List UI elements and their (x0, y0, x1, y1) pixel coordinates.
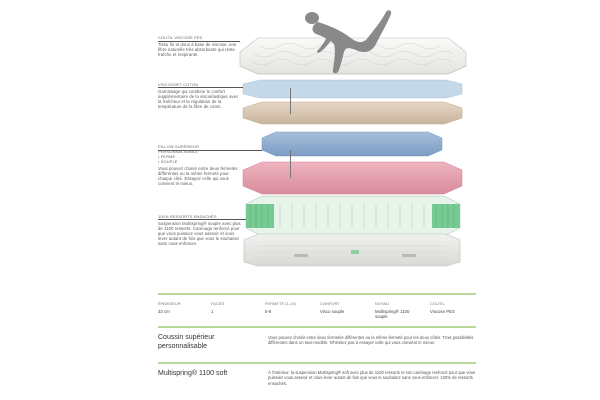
layer-title: PILLOW SUPÉRIEUR (158, 144, 200, 149)
cotton-beige-layer (242, 101, 463, 125)
spec-coutil: COUTIL Viscose PES (430, 301, 474, 314)
spec-header: FERMETÉ (1-10) (265, 301, 296, 306)
spec-header: CONFORT (320, 301, 340, 306)
pillow-blue-layer (261, 131, 443, 157)
feature-desc-multispring: À l'intérieur, la suspension Multispring… (268, 370, 476, 386)
topper-layer (239, 37, 467, 75)
layer-label-viscosoft: VISCOSOFT COTON Garnissage qui combine l… (158, 82, 240, 109)
spec-header: COUTIL (430, 301, 445, 306)
layer-title: VISCOSOFT COTON (158, 82, 199, 87)
feature-desc-coussin: Vous pouvez choisir entre deux fermetés … (268, 335, 474, 346)
layer-option-souple: • SOUPLE (158, 159, 178, 164)
leader-line-ressorts (158, 219, 246, 220)
mattress-base (243, 233, 461, 267)
springs-unit (245, 195, 461, 237)
divider-rule (158, 293, 476, 295)
spec-value: Multispring® 1100 souple (375, 309, 410, 320)
leader-line-viscosoft (158, 87, 243, 88)
layer-title: COUTIL VISCOSE PES (158, 35, 203, 40)
spec-value: 6-8 (265, 309, 272, 315)
feature-title-multispring: Multispring® 1100 soft (158, 370, 228, 377)
spec-fermete: FERMETÉ (1-10) 6-8 (265, 301, 315, 314)
leader-connector-pillow (290, 150, 291, 178)
leader-line-pillow (158, 150, 262, 151)
spec-epaisseur: ÉPAISSEUR 33 cm (158, 301, 206, 314)
leader-connector-viscosoft (290, 88, 291, 114)
spec-value: Visco souple (320, 309, 345, 315)
spec-value: 33 cm (158, 309, 170, 315)
layer-title: 100% RESSORTS ENSACHÉS (158, 214, 217, 219)
layer-description: Tissu fin et doux à base de viscose, une… (158, 41, 237, 57)
person-silhouette (305, 10, 392, 74)
layer-label-pillow: PILLOW SUPÉRIEUR PERSONNALISABLE • FERME… (158, 144, 242, 186)
spec-header: NOYAU (375, 301, 389, 306)
layer-label-ressorts: 100% RESSORTS ENSACHÉS Suspension Multis… (158, 214, 242, 246)
leader-line-coutil (158, 41, 240, 42)
spec-noyau: NOYAU Multispring® 1100 souple (375, 301, 419, 320)
divider-rule (158, 326, 476, 328)
spec-confort: CONFORT Visco souple (320, 301, 370, 314)
spec-value: 1 (211, 309, 214, 315)
spec-header: FACES (211, 301, 225, 306)
layer-label-coutil: COUTIL VISCOSE PES Tissu fin et doux à b… (158, 35, 238, 57)
layer-description: Vous pouvez choisir entre deux fermetés … (158, 165, 238, 186)
feature-title-coussin: Coussin supérieur personnalisable (158, 334, 215, 350)
pillow-pink-layer (242, 161, 463, 195)
layer-description: Suspension Multispring® souple avec plus… (158, 220, 241, 246)
spec-header: ÉPAISSEUR (158, 301, 181, 306)
layer-title-line: PERSONNALISABLE (158, 149, 199, 154)
spec-value: Viscose PES (430, 309, 455, 315)
layer-description: Garnissage qui combine le confort supplé… (158, 88, 239, 109)
layer-option-ferme: • FERME (158, 154, 176, 159)
spec-faces: FACES 1 (211, 301, 259, 314)
viscosoft-blue-layer (242, 79, 463, 99)
divider-rule (158, 362, 476, 364)
